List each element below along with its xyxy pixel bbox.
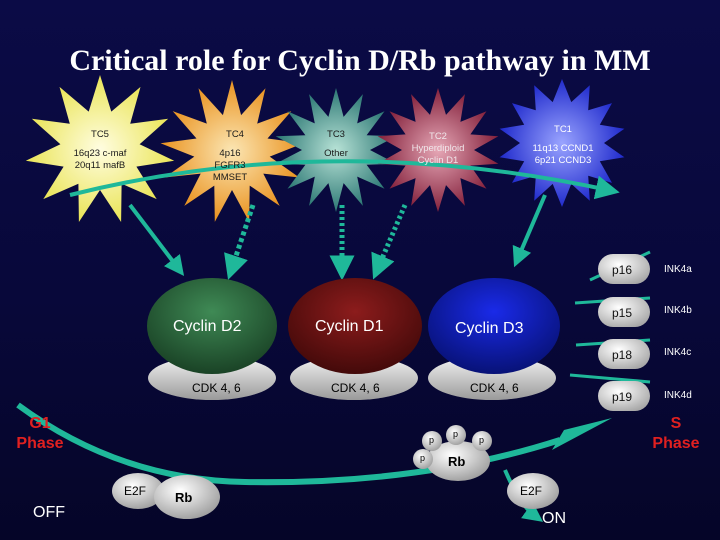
ink4b-label: INK4b [664, 305, 692, 316]
rb-left-label: Rb [175, 490, 193, 505]
arrow-tc2-d1 [371, 204, 408, 280]
e2f-right-label: E2F [520, 484, 543, 498]
g1-phase-label: G1 Phase [16, 415, 64, 452]
arrow-tc1-d3 [512, 194, 547, 268]
phospho-3-label: p [479, 435, 485, 445]
star-tc4 [160, 80, 304, 222]
on-label: ON [542, 510, 566, 527]
cyclin-d1-label: Cyclin D1 [315, 318, 384, 335]
s-phase-label: S Phase [652, 415, 700, 452]
cyclin-d3-sphere [428, 278, 560, 374]
off-label: OFF [33, 504, 65, 521]
p16-label: p16 [612, 263, 633, 277]
phospho-3-shape [472, 431, 492, 451]
p19-label: p19 [612, 390, 633, 404]
phospho-1-shape [422, 431, 442, 451]
cdk-label-3: CDK 4, 6 [470, 381, 519, 395]
tc1-line-1: 11q13 CCND1 [532, 143, 594, 154]
tc4-label: TC4 [226, 129, 244, 140]
tc2-line-1: Hyperdiploid [411, 143, 465, 154]
pill-p15 [598, 297, 650, 327]
cyclin-d3-label: Cyclin D3 [455, 320, 524, 337]
cyclin-d2-sphere [147, 278, 277, 374]
phospho-2-label: p [453, 429, 459, 439]
cdk-label-2: CDK 4, 6 [331, 381, 380, 395]
tc1-line-2: 6p21 CCND3 [534, 155, 592, 166]
tc4-line-1: 4p16 [219, 148, 241, 159]
rb-right-label: Rb [448, 454, 466, 469]
star-tc5 [25, 75, 175, 222]
tc4-line-2: FGFR3 [214, 160, 246, 171]
ink4a-label: INK4a [664, 264, 692, 275]
tc2-label: TC2 [429, 131, 447, 142]
phospho-4-label: p [420, 453, 426, 463]
phospho-4-shape [413, 449, 433, 469]
curved-arrow-top [69, 159, 620, 200]
phase-arc-head [552, 418, 612, 450]
star-tc2 [377, 88, 499, 212]
phospho-1-label: p [429, 435, 435, 445]
e2f-left-label: E2F [124, 484, 147, 498]
pill-p19 [598, 381, 650, 411]
rb-left-shape [154, 475, 220, 519]
tc1-label: TC1 [554, 124, 572, 135]
inhib-arrow-4 [569, 373, 651, 384]
ink4d-label: INK4d [664, 390, 692, 401]
star-tc3 [275, 88, 397, 212]
tc5-label: TC5 [91, 129, 109, 140]
tc3-line-1: Other [324, 148, 348, 159]
tc3-label: TC3 [327, 129, 345, 140]
rb-right-shape [426, 441, 490, 481]
tc5-line-2: 20q11 mafB [74, 160, 126, 171]
p15-label: p15 [612, 306, 633, 320]
tc4-line-3: MMSET [212, 172, 248, 183]
pill-p18 [598, 339, 650, 369]
p18-label: p18 [612, 348, 633, 362]
arrow-tc5-d2 [128, 203, 185, 276]
phospho-2-shape [446, 425, 466, 445]
slide-title: Critical role for Cyclin D/Rb pathway in… [69, 44, 651, 77]
e2f-right-shape [507, 473, 559, 509]
tc5-line-1: 16q23 c-maf [73, 148, 127, 159]
ink4c-label: INK4c [664, 347, 692, 358]
tc2-line-2: Cyclin D1 [417, 155, 459, 166]
cdk-label-1: CDK 4, 6 [192, 381, 241, 395]
tc-arrows [128, 194, 547, 281]
cyclin-d2-label: Cyclin D2 [173, 318, 242, 335]
cyclin-d1-sphere [288, 278, 422, 374]
pill-p16 [598, 254, 650, 284]
arrow-tc4-d2 [224, 204, 256, 280]
e2f-left-shape [112, 473, 164, 509]
